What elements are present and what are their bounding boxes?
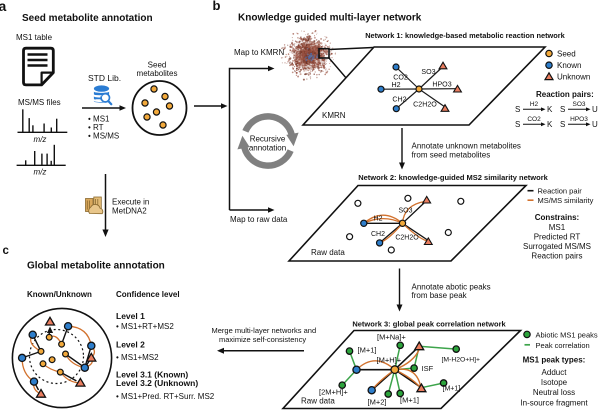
svg-text:S: S: [560, 120, 565, 129]
svg-text:annotation: annotation: [249, 144, 286, 153]
svg-text:MetDNA2: MetDNA2: [112, 207, 147, 216]
svg-text:[M+H]+: [M+H]+: [377, 356, 402, 365]
svg-text:a: a: [0, 0, 7, 14]
svg-text:Recursive: Recursive: [250, 135, 286, 144]
svg-text:CH2: CH2: [371, 231, 385, 238]
svg-text:Seed metabolite annotation: Seed metabolite annotation: [22, 13, 153, 24]
svg-text:ISF: ISF: [422, 364, 434, 373]
svg-text:metabolites: metabolites: [137, 69, 178, 78]
svg-text:Level 1: Level 1: [116, 311, 145, 321]
svg-text:Annotate abotic peaks: Annotate abotic peaks: [412, 283, 491, 292]
svg-text:S: S: [515, 105, 520, 114]
svg-text:Merge multi-layer networks and: Merge multi-layer networks and: [212, 326, 317, 335]
svg-text:Neutral loss: Neutral loss: [533, 388, 575, 397]
svg-text:Raw data: Raw data: [301, 397, 335, 406]
svg-text:In-source fragment: In-source fragment: [520, 399, 588, 408]
svg-text:Execute in: Execute in: [112, 198, 149, 207]
svg-text:H2: H2: [374, 216, 383, 223]
svg-text:Raw data: Raw data: [311, 248, 345, 257]
svg-text:[M+1]: [M+1]: [400, 396, 419, 405]
svg-text:U: U: [592, 105, 598, 114]
svg-text:[M+Na]+: [M+Na]+: [377, 333, 406, 342]
svg-text:K: K: [547, 105, 553, 114]
svg-text:Level 2: Level 2: [116, 340, 145, 350]
svg-text:[2M+H]+: [2M+H]+: [319, 388, 348, 397]
svg-text:Abiotic MS1 peaks: Abiotic MS1 peaks: [536, 330, 598, 339]
svg-text:Map to KMRN: Map to KMRN: [234, 48, 284, 57]
svg-text:[M+2]: [M+2]: [368, 398, 387, 407]
svg-text:from seed metabolites: from seed metabolites: [412, 151, 491, 160]
svg-text:• MS1: • MS1: [88, 115, 110, 124]
svg-text:STD Lib.: STD Lib.: [88, 73, 121, 83]
svg-text:• MS1+MS2: • MS1+MS2: [116, 353, 159, 362]
svg-text:S: S: [560, 105, 565, 114]
svg-text:CO2: CO2: [527, 116, 541, 123]
svg-text:C2H2O: C2H2O: [395, 235, 419, 242]
svg-text:Global metabolite annotation: Global metabolite annotation: [27, 261, 165, 272]
svg-text:CO2: CO2: [393, 74, 408, 82]
svg-text:• MS1+RT+MS2: • MS1+RT+MS2: [116, 322, 174, 331]
svg-text:m/z: m/z: [34, 135, 47, 144]
svg-text:HPO3: HPO3: [432, 81, 451, 89]
svg-text:Peak correlation: Peak correlation: [536, 341, 590, 350]
svg-text:• MS1+Pred. RT+Surr. MS2: • MS1+Pred. RT+Surr. MS2: [116, 392, 215, 401]
svg-text:MS1: MS1: [549, 223, 566, 232]
svg-text:Knowledge guided multi-layer n: Knowledge guided multi-layer network: [238, 13, 422, 24]
svg-text:MS1 table: MS1 table: [16, 33, 53, 42]
svg-text:Level 3.2 (Unknown): Level 3.2 (Unknown): [116, 378, 198, 388]
svg-text:[M+1]: [M+1]: [358, 346, 377, 355]
svg-text:H2: H2: [391, 81, 400, 89]
svg-text:[M-H2O+H]+: [M-H2O+H]+: [442, 357, 481, 364]
svg-text:H2: H2: [530, 101, 539, 108]
svg-text:from base peak: from base peak: [412, 291, 468, 300]
svg-text:Surrogated MS/MS: Surrogated MS/MS: [523, 242, 591, 251]
svg-text:Reaction pair: Reaction pair: [538, 187, 583, 196]
svg-text:HPO3: HPO3: [570, 116, 588, 123]
svg-text:c: c: [3, 245, 10, 257]
svg-text:MS1 peak types:: MS1 peak types:: [523, 356, 586, 365]
svg-text:K: K: [547, 120, 553, 129]
svg-text:Network 1: knowledge-based met: Network 1: knowledge-based metabolic rea…: [365, 31, 565, 40]
svg-text:MS/MS files: MS/MS files: [18, 98, 61, 107]
svg-text:Predicted RT: Predicted RT: [534, 232, 581, 241]
svg-text:Reaction pairs: Reaction pairs: [531, 252, 582, 261]
svg-text:Network 2: knowledge-guided M: Network 2: knowledge-guided MS2 similari…: [358, 173, 548, 182]
svg-text:C2H2O: C2H2O: [413, 101, 437, 109]
svg-text:Known: Known: [557, 61, 581, 70]
svg-text:S: S: [515, 120, 520, 129]
svg-text:SO3: SO3: [398, 208, 412, 215]
svg-text:CH2: CH2: [392, 96, 406, 104]
svg-text:Map to raw data: Map to raw data: [230, 215, 288, 224]
svg-text:maximize self-consistency: maximize self-consistency: [219, 335, 306, 344]
svg-text:KMRN: KMRN: [322, 111, 346, 120]
svg-text:[M+1]: [M+1]: [443, 386, 461, 393]
svg-text:Reaction pairs:: Reaction pairs:: [536, 90, 594, 99]
svg-text:SO3: SO3: [421, 68, 435, 76]
svg-text:Constrains:: Constrains:: [535, 213, 579, 222]
svg-text:Isotope: Isotope: [541, 378, 568, 387]
svg-text:Adduct: Adduct: [542, 368, 568, 377]
svg-text:Seed: Seed: [557, 50, 576, 59]
svg-text:Network 3: global peak correla: Network 3: global peak correlation netwo…: [352, 320, 506, 329]
svg-text:b: b: [213, 0, 221, 13]
svg-text:U: U: [592, 120, 598, 129]
svg-text:MS/MS similarity: MS/MS similarity: [538, 196, 594, 205]
svg-text:Annotate unknown metabolites: Annotate unknown metabolites: [412, 142, 521, 151]
svg-text:• RT: • RT: [88, 123, 104, 132]
svg-text:m/z: m/z: [34, 168, 47, 177]
svg-text:Seed: Seed: [148, 61, 167, 70]
svg-text:SO3: SO3: [572, 101, 585, 108]
svg-text:Known/Unknown: Known/Unknown: [27, 290, 92, 299]
svg-text:Level 3.1 (Known): Level 3.1 (Known): [116, 370, 188, 380]
svg-text:Unknown: Unknown: [557, 72, 590, 81]
svg-text:Confidence level: Confidence level: [116, 290, 180, 299]
svg-text:• MS/MS: • MS/MS: [88, 132, 119, 141]
